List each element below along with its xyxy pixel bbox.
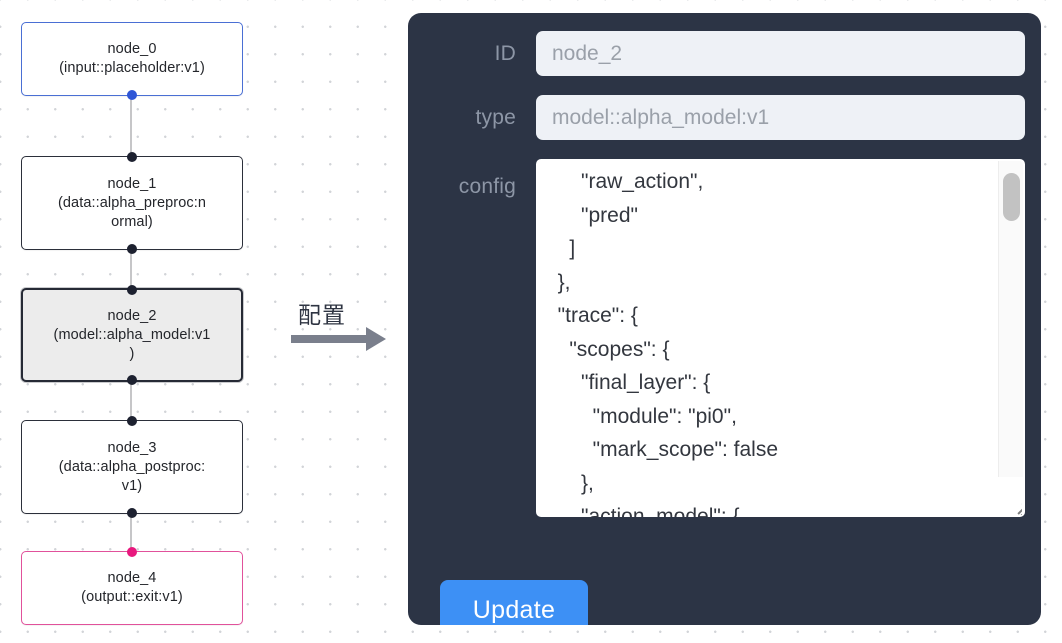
update-button[interactable]: Update xyxy=(440,580,588,625)
edge-node1-node2 xyxy=(130,250,132,288)
type-field-label: type xyxy=(475,105,516,129)
right-arrow-head-icon xyxy=(366,327,386,351)
graph-node-label: node_1 (data::alpha_preproc:n ormal) xyxy=(57,175,207,230)
node-handle-source[interactable] xyxy=(127,90,137,100)
graph-node-label: node_0 (input::placeholder:v1) xyxy=(59,41,205,76)
type-input[interactable] xyxy=(536,95,1025,140)
id-field-label: ID xyxy=(494,41,516,65)
node-handle-source[interactable] xyxy=(127,244,137,254)
resize-grip-icon[interactable] xyxy=(1005,498,1022,515)
node-handle-target[interactable] xyxy=(127,152,137,162)
config-scrollbar-thumb[interactable] xyxy=(1003,173,1020,221)
graph-node-node_0[interactable]: node_0 (input::placeholder:v1) xyxy=(21,22,243,100)
node-handle-target[interactable] xyxy=(127,285,137,295)
right-arrow-icon xyxy=(291,335,367,343)
field-row-config: config "raw_action", "pred" ] }, "trace"… xyxy=(424,159,1025,517)
edge-node3-node4 xyxy=(130,514,132,551)
node-handle-source[interactable] xyxy=(127,375,137,385)
id-input[interactable] xyxy=(536,31,1025,76)
config-scrollbar[interactable] xyxy=(998,161,1023,477)
node-inspector-panel: ID type config "raw_action", "pred" ] },… xyxy=(408,13,1041,625)
graph-node-node_4[interactable]: node_4 (output::exit:v1) xyxy=(21,547,243,625)
node-handle-source[interactable] xyxy=(127,508,137,518)
config-editor-wrapper: "raw_action", "pred" ] }, "trace": { "sc… xyxy=(536,159,1025,517)
transition-annotation: 配置 xyxy=(288,296,398,356)
graph-node-node_1[interactable]: node_1 (data::alpha_preproc:n ormal) xyxy=(21,152,243,254)
graph-node-label: node_2 (model::alpha_model:v1 ) xyxy=(53,307,211,362)
graph-node-label: node_4 (output::exit:v1) xyxy=(81,570,183,605)
node-handle-target[interactable] xyxy=(127,416,137,426)
graph-node-node_3[interactable]: node_3 (data::alpha_postproc: v1) xyxy=(21,416,243,518)
field-row-id: ID xyxy=(424,31,1025,76)
edge-node2-node3 xyxy=(130,382,132,420)
config-textarea[interactable]: "raw_action", "pred" ] }, "trace": { "sc… xyxy=(536,159,1025,517)
node-handle-target[interactable] xyxy=(127,547,137,557)
edge-node0-node1 xyxy=(130,96,132,156)
field-row-type: type xyxy=(424,95,1025,140)
flow-graph-canvas[interactable]: node_0 (input::placeholder:v1) node_1 (d… xyxy=(0,0,400,643)
graph-node-label: node_3 (data::alpha_postproc: v1) xyxy=(58,439,206,494)
config-field-label: config xyxy=(458,175,516,198)
graph-node-node_2[interactable]: node_2 (model::alpha_model:v1 ) xyxy=(21,285,243,385)
transition-caption-label: 配置 xyxy=(298,303,346,329)
